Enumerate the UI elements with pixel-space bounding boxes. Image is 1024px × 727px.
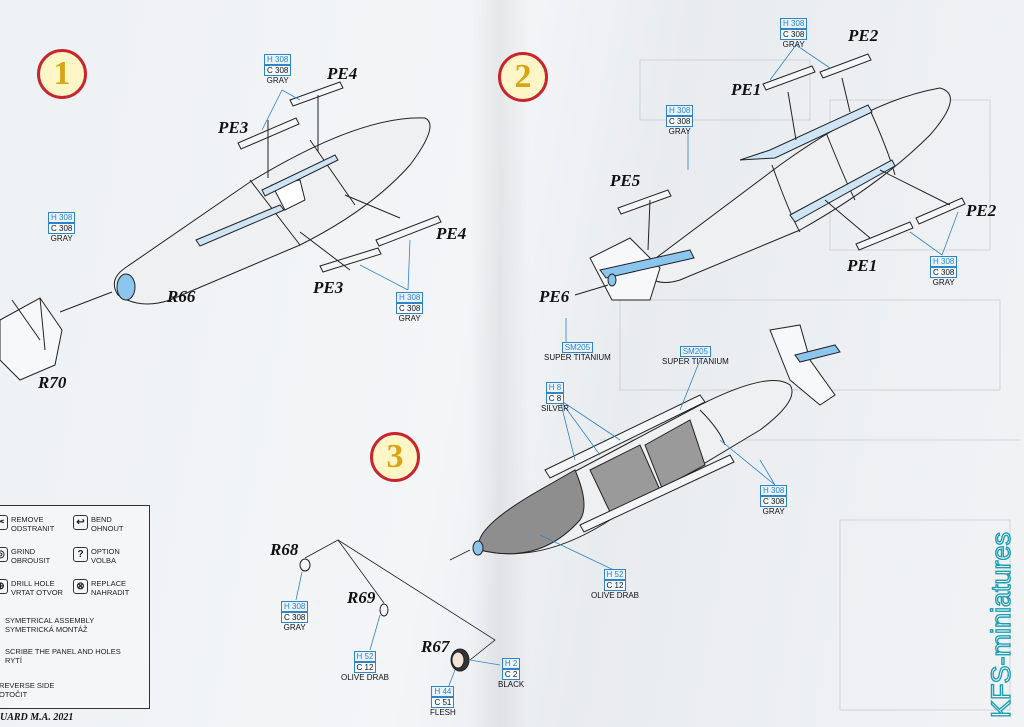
part-label-pe3: PE3 bbox=[313, 278, 344, 297]
part-label-pe4: PE4 bbox=[327, 64, 358, 83]
step2-arrows bbox=[574, 77, 951, 296]
option-icon: ? bbox=[73, 547, 88, 562]
part-label-r70: R70 bbox=[38, 373, 67, 392]
step3-small-parts bbox=[299, 558, 470, 672]
bend-icon: ↩ bbox=[73, 515, 88, 530]
part-label-pe2: PE2 bbox=[848, 26, 879, 45]
watermark-text: KFS-miniatures bbox=[986, 532, 1016, 718]
step2-bomb-body bbox=[639, 87, 951, 283]
replace-icon: ⊗ bbox=[73, 579, 88, 594]
step-2-badge: 2 bbox=[498, 52, 548, 102]
part-label-r69: R69 bbox=[347, 588, 376, 607]
step-3-badge: 3 bbox=[370, 432, 420, 482]
part-label-r66: R66 bbox=[167, 287, 196, 306]
part-label-pe5: PE5 bbox=[610, 171, 641, 190]
step-1-badge: 1 bbox=[37, 49, 87, 99]
footer-credit: UARD M.A. 2021 bbox=[0, 712, 74, 723]
part-label-pe1: PE1 bbox=[847, 256, 878, 275]
symbol-legend: ✂REMOVE ODSTRANIT ↩BEND OHNOUT ◎GRIND OB… bbox=[0, 505, 150, 709]
drill-icon: ⊕ bbox=[0, 579, 8, 594]
step2-tail bbox=[589, 237, 695, 301]
legend-scribe: SCRIBE THE PANEL AND HOLES RYTÍ bbox=[5, 647, 121, 665]
step1-leaders bbox=[261, 89, 411, 291]
legend-symmetrical: SYMETRICAL ASSEMBLY SYMETRICKÁ MONTÁŽ bbox=[5, 616, 95, 634]
step3-leaders bbox=[295, 359, 776, 689]
remove-icon: ✂ bbox=[0, 515, 8, 530]
part-label-pe2: PE2 bbox=[966, 201, 997, 220]
step2-strakes bbox=[617, 53, 966, 251]
part-label-r68: R68 bbox=[270, 540, 299, 559]
step1-tail-fin bbox=[0, 297, 63, 381]
part-label-pe6: PE6 bbox=[539, 287, 570, 306]
step1-arrows bbox=[59, 95, 401, 313]
grind-icon: ◎ bbox=[0, 547, 8, 562]
part-label-pe3: PE3 bbox=[218, 118, 249, 137]
part-label-pe1: PE1 bbox=[731, 80, 762, 99]
part-label-pe4: PE4 bbox=[436, 224, 467, 243]
watermark: KFS-miniatures bbox=[985, 531, 1016, 718]
step2-leaders bbox=[565, 44, 959, 342]
step3-assembly-lines bbox=[304, 539, 496, 661]
part-label-r67: R67 bbox=[421, 637, 450, 656]
legend-reverse: REVERSE SIDE OTOČIT bbox=[0, 681, 55, 699]
page-fold bbox=[470, 0, 530, 727]
step3-bomb-body bbox=[472, 324, 841, 556]
